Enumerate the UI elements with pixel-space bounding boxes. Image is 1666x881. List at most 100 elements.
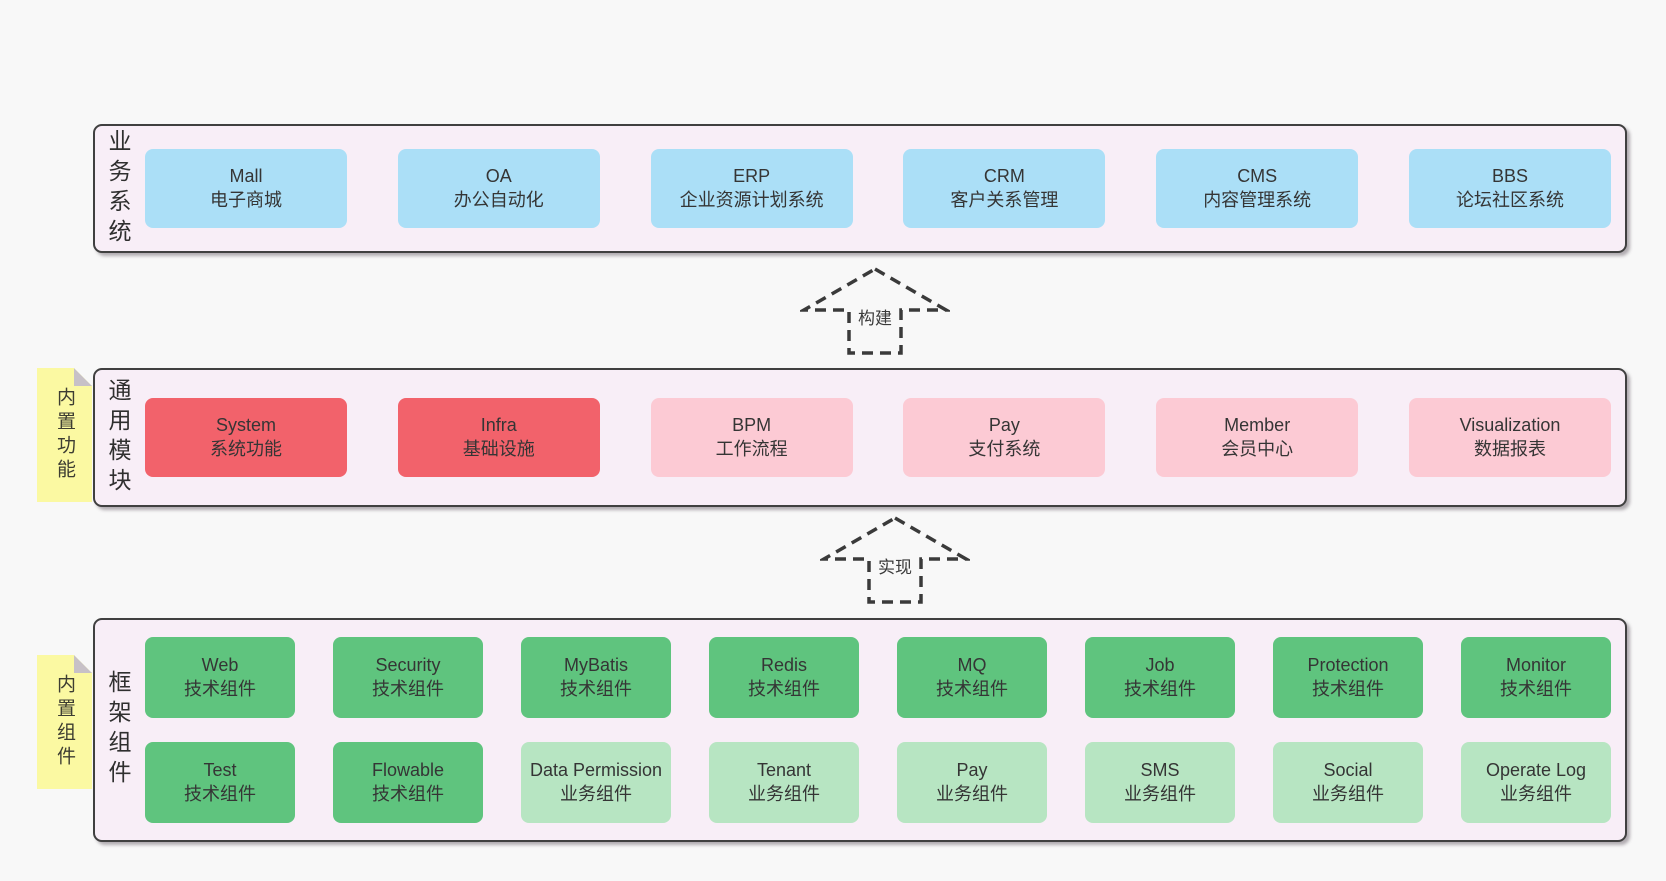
business-systems-row: Mall 电子商城 OA 办公自动化 ERP 企业资源计划系统 CRM 客户关系… — [141, 126, 1625, 251]
box-mq: MQ 技术组件 — [897, 637, 1047, 718]
box-security: Security 技术组件 — [333, 637, 483, 718]
box-oa: OA 办公自动化 — [397, 149, 600, 228]
box-web-desc: 技术组件 — [184, 678, 256, 699]
box-mq-desc: 技术组件 — [936, 678, 1008, 699]
box-operate-log-desc: 业务组件 — [1500, 783, 1572, 804]
builtin-features-sticky-label: 内置功能 — [54, 387, 75, 483]
box-pay-component-name: Pay — [956, 759, 988, 780]
box-sms-desc: 业务组件 — [1124, 783, 1196, 804]
box-social-desc: 业务组件 — [1312, 783, 1384, 804]
box-crm: CRM 客户关系管理 — [903, 149, 1106, 228]
box-operate-log: Operate Log 业务组件 — [1461, 742, 1611, 823]
builtin-components-sticky-note: 内置组件 — [37, 655, 92, 789]
box-infra-name: Infra — [480, 414, 517, 435]
box-tenant-desc: 业务组件 — [748, 783, 820, 804]
box-social-name: Social — [1323, 759, 1373, 780]
box-monitor-desc: 技术组件 — [1500, 678, 1572, 699]
box-mall: Mall 电子商城 — [145, 149, 347, 228]
common-modules-row: System 系统功能 Infra 基础设施 BPM 工作流程 Pay 支付系统… — [141, 370, 1625, 505]
box-sms-name: SMS — [1140, 759, 1180, 780]
box-oa-desc: 办公自动化 — [453, 189, 544, 210]
box-pay-module: Pay 支付系统 — [903, 398, 1106, 477]
box-redis-desc: 技术组件 — [748, 678, 820, 699]
box-mybatis-name: MyBatis — [563, 654, 628, 675]
box-flowable: Flowable 技术组件 — [333, 742, 483, 823]
box-visualization-name: Visualization — [1459, 414, 1561, 435]
box-member-name: Member — [1224, 414, 1291, 435]
box-web-name: Web — [201, 654, 239, 675]
folded-corner-icon — [74, 368, 92, 386]
box-member-desc: 会员中心 — [1221, 438, 1294, 459]
box-cms-name: CMS — [1237, 165, 1278, 186]
box-tenant: Tenant 业务组件 — [709, 742, 859, 823]
box-crm-desc: 客户关系管理 — [950, 189, 1059, 210]
box-crm-name: CRM — [983, 165, 1025, 186]
box-mybatis-desc: 技术组件 — [560, 678, 632, 699]
box-mybatis: MyBatis 技术组件 — [521, 637, 671, 718]
framework-components-row-1: Web 技术组件 Security 技术组件 MyBatis 技术组件 Redi… — [145, 637, 1611, 718]
common-modules-label: 通用模块 — [105, 377, 131, 498]
box-visualization-desc: 数据报表 — [1473, 438, 1546, 459]
box-cms: CMS 内容管理系统 — [1156, 149, 1359, 228]
framework-components-layer: 框架组件 Web 技术组件 Security 技术组件 MyBatis 技术组件… — [93, 618, 1627, 842]
box-web: Web 技术组件 — [145, 637, 295, 718]
builtin-features-sticky-note: 内置功能 — [37, 368, 92, 502]
box-erp: ERP 企业资源计划系统 — [650, 149, 853, 228]
box-test-desc: 技术组件 — [184, 783, 256, 804]
box-monitor-name: Monitor — [1505, 654, 1567, 675]
box-member: Member 会员中心 — [1156, 398, 1359, 477]
box-infra: Infra 基础设施 — [397, 398, 600, 477]
box-infra-desc: 基础设施 — [462, 438, 535, 459]
box-bbs: BBS 论坛社区系统 — [1408, 149, 1611, 228]
box-oa-name: OA — [485, 165, 512, 186]
build-arrow-label: 构建 — [854, 303, 896, 330]
builtin-components-sticky-label: 内置组件 — [54, 674, 75, 770]
folded-corner-icon — [74, 655, 92, 673]
framework-components-label: 框架组件 — [105, 670, 131, 790]
box-job-name: Job — [1145, 654, 1175, 675]
box-protection-name: Protection — [1307, 654, 1389, 675]
box-bbs-name: BBS — [1491, 165, 1528, 186]
box-system-desc: 系统功能 — [210, 438, 282, 459]
box-protection: Protection 技术组件 — [1273, 637, 1423, 718]
common-modules-layer: 通用模块 System 系统功能 Infra 基础设施 BPM 工作流程 Pay… — [93, 368, 1627, 507]
box-pay-component-desc: 业务组件 — [936, 783, 1008, 804]
box-sms: SMS 业务组件 — [1085, 742, 1235, 823]
box-visualization: Visualization 数据报表 — [1408, 398, 1611, 477]
box-redis-name: Redis — [760, 654, 808, 675]
box-mall-name: Mall — [229, 165, 263, 186]
box-cms-desc: 内容管理系统 — [1203, 189, 1312, 210]
box-data-permission-desc: 业务组件 — [560, 783, 632, 804]
box-protection-desc: 技术组件 — [1312, 678, 1384, 699]
box-tenant-name: Tenant — [756, 759, 812, 780]
box-job-desc: 技术组件 — [1124, 678, 1196, 699]
box-system-name: System — [215, 414, 276, 435]
box-bbs-desc: 论坛社区系统 — [1455, 189, 1564, 210]
box-redis: Redis 技术组件 — [709, 637, 859, 718]
box-monitor: Monitor 技术组件 — [1461, 637, 1611, 718]
business-systems-label: 业务系统 — [105, 128, 131, 249]
box-mq-name: MQ — [957, 654, 987, 675]
box-bpm-desc: 工作流程 — [715, 438, 788, 459]
box-mall-desc: 电子商城 — [210, 189, 282, 210]
box-data-permission-name: Data Permission — [529, 759, 663, 780]
box-job: Job 技术组件 — [1085, 637, 1235, 718]
build-arrow: 构建 — [800, 266, 950, 356]
box-pay-module-name: Pay — [988, 414, 1020, 435]
box-pay-module-desc: 支付系统 — [968, 438, 1041, 459]
box-bpm-name: BPM — [732, 414, 772, 435]
box-test-name: Test — [203, 759, 237, 780]
box-erp-name: ERP — [733, 165, 771, 186]
box-social: Social 业务组件 — [1273, 742, 1423, 823]
box-flowable-name: Flowable — [371, 759, 445, 780]
box-operate-log-name: Operate Log — [1485, 759, 1587, 780]
framework-components-row-2: Test 技术组件 Flowable 技术组件 Data Permission … — [145, 742, 1611, 823]
box-test: Test 技术组件 — [145, 742, 295, 823]
box-data-permission: Data Permission 业务组件 — [521, 742, 671, 823]
box-security-name: Security — [375, 654, 441, 675]
box-erp-desc: 企业资源计划系统 — [679, 189, 824, 210]
box-bpm: BPM 工作流程 — [650, 398, 853, 477]
implement-arrow: 实现 — [820, 515, 970, 605]
box-pay-component: Pay 业务组件 — [897, 742, 1047, 823]
business-systems-layer: 业务系统 Mall 电子商城 OA 办公自动化 ERP 企业资源计划系统 CRM… — [93, 124, 1627, 253]
